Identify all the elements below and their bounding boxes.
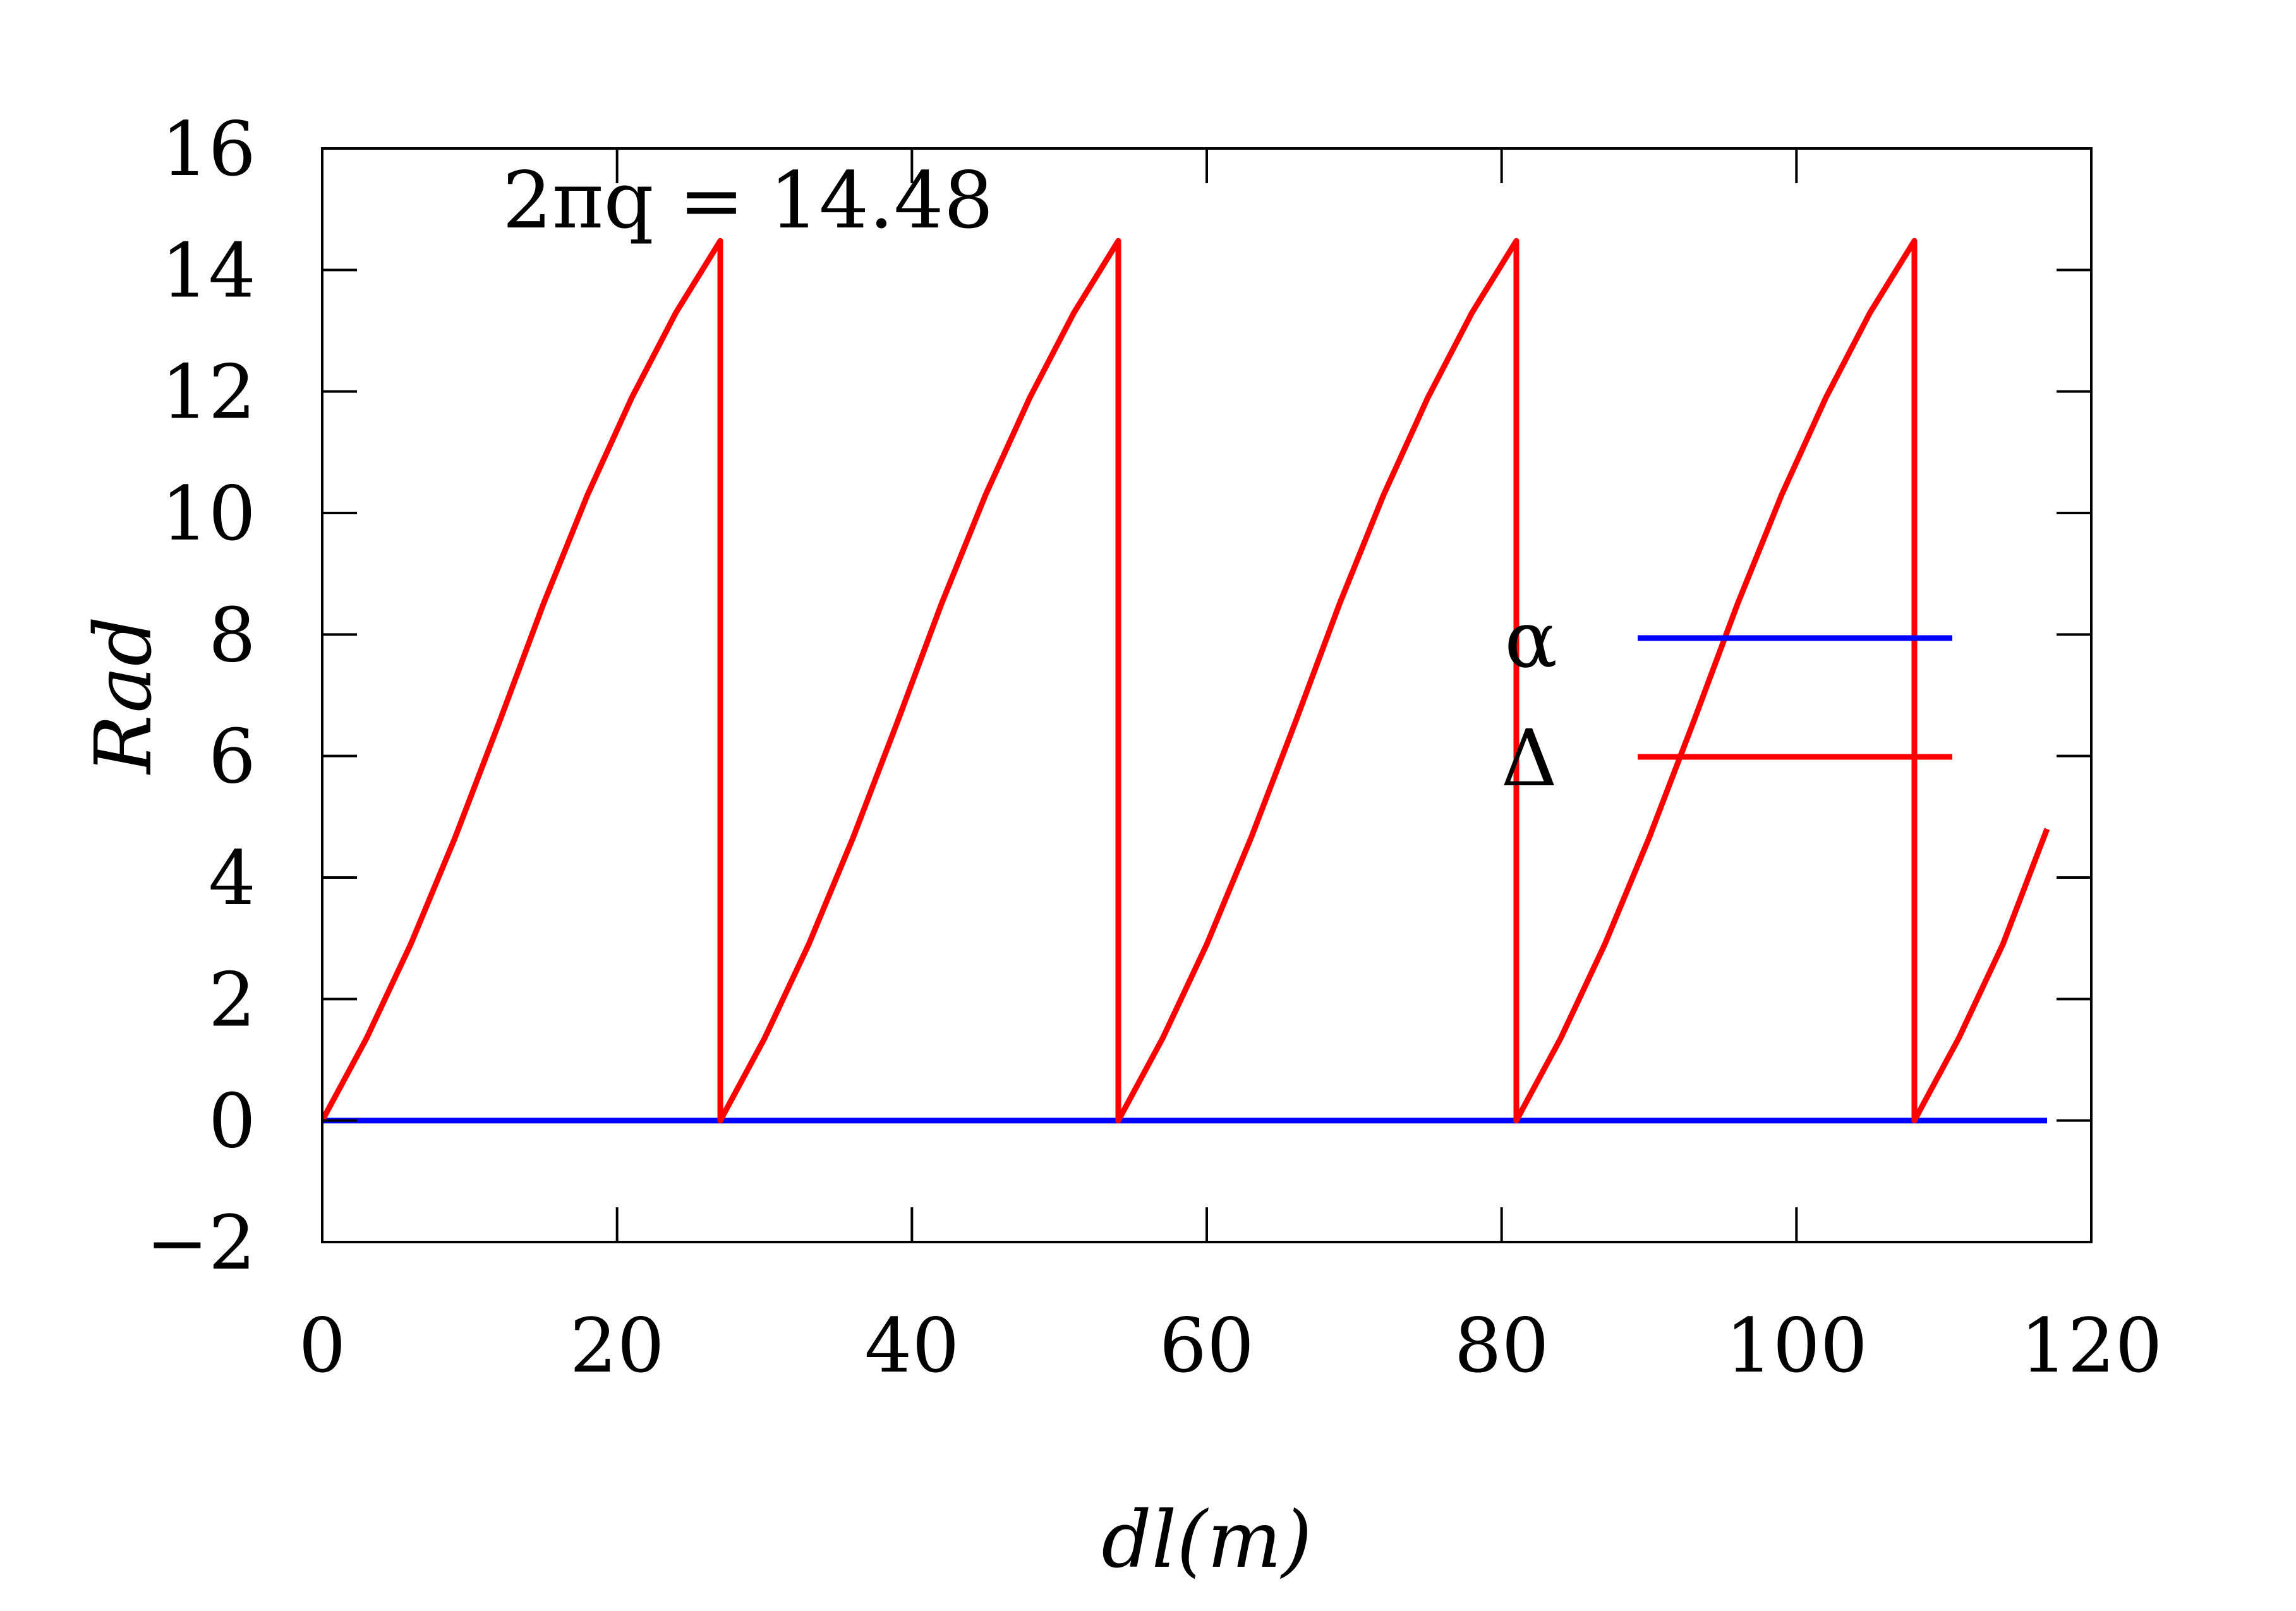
x-tick-label: 0 (298, 1302, 346, 1389)
legend-label: Δ (1501, 713, 1557, 804)
x-tick-label: 100 (1725, 1302, 1868, 1389)
y-tick-label: 2 (208, 956, 256, 1043)
y-axis-title: Rad (78, 616, 169, 775)
y-tick-label: 4 (208, 835, 256, 922)
y-tick-label: 16 (161, 106, 256, 193)
x-tick-label: 40 (864, 1302, 959, 1389)
y-tick-label: 14 (161, 227, 256, 314)
y-tick-label: 10 (161, 470, 256, 557)
x-tick-label: 80 (1454, 1302, 1549, 1389)
plot-frame (321, 147, 2093, 1243)
y-tick-label: 8 (208, 591, 256, 679)
y-tick-label: 6 (208, 713, 256, 800)
annotation-text: 2πq = 14.48 (502, 155, 993, 246)
y-tick-label: 12 (161, 349, 256, 436)
x-axis-title: dl(m) (1101, 1495, 1312, 1586)
x-tick-label: 20 (570, 1302, 665, 1389)
x-tick-label: 120 (2020, 1302, 2162, 1389)
y-tick-label: −2 (146, 1199, 256, 1286)
legend: αΔ (1501, 594, 1952, 804)
y-tick-label: 0 (208, 1078, 256, 1165)
x-tick-label: 60 (1159, 1302, 1254, 1389)
series-line-1 (322, 238, 2050, 1124)
legend-label: α (1504, 594, 1557, 685)
